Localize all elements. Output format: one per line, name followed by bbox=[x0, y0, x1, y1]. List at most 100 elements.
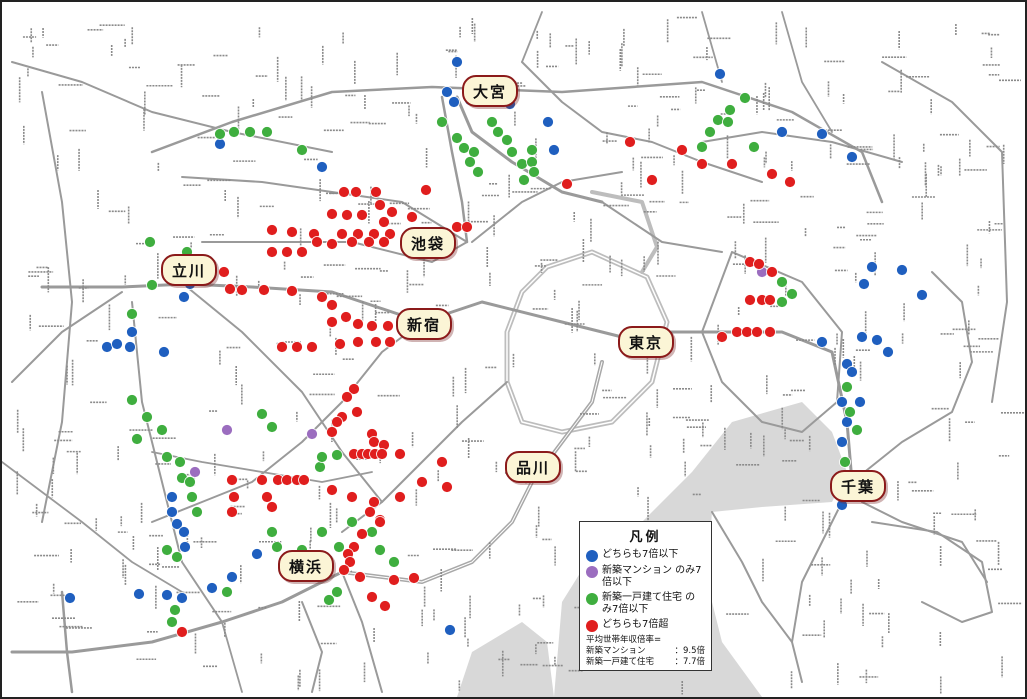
station-marker-red bbox=[286, 285, 298, 297]
station-marker-blue bbox=[841, 416, 853, 428]
station-marker-red bbox=[266, 246, 278, 258]
station-marker-green bbox=[331, 586, 343, 598]
hub-label-chiba: 千葉 bbox=[830, 470, 887, 502]
station-marker-green bbox=[776, 296, 788, 308]
station-marker-green bbox=[314, 461, 326, 473]
station-marker-blue bbox=[126, 326, 138, 338]
station-marker-red bbox=[291, 341, 303, 353]
legend-label: 新築マンション のみ7倍以下 bbox=[602, 565, 702, 588]
legend-ratio-block: 平均世帯年収倍率= 新築マンション ：9.5倍 新築一戸建て住宅 ：7.7倍 bbox=[586, 635, 705, 668]
station-marker-green bbox=[739, 92, 751, 104]
legend: 凡例 どちらも7倍以下 新築マンション のみ7倍以下 新築一戸建て住宅 のみ7倍… bbox=[579, 521, 712, 671]
legend-marker-purple bbox=[586, 566, 598, 578]
station-marker-red bbox=[378, 216, 390, 228]
station-marker-green bbox=[486, 116, 498, 128]
outer-ring-line bbox=[150, 80, 884, 204]
station-marker-red bbox=[340, 311, 352, 323]
rail-lines bbox=[2, 11, 1008, 694]
station-marker-green bbox=[786, 288, 798, 300]
station-marker-red bbox=[394, 491, 406, 503]
station-marker-green bbox=[266, 421, 278, 433]
station-marker-red bbox=[766, 266, 778, 278]
station-marker-blue bbox=[441, 86, 453, 98]
station-marker-red bbox=[176, 626, 188, 638]
station-marker-blue bbox=[101, 341, 113, 353]
station-marker-red bbox=[338, 564, 350, 576]
station-marker-red bbox=[744, 294, 756, 306]
station-marker-red bbox=[764, 294, 776, 306]
ratio-title: 平均世帯年収倍率= bbox=[586, 635, 662, 645]
station-marker-blue bbox=[816, 128, 828, 140]
uchibo-line bbox=[791, 501, 843, 683]
station-marker-red bbox=[356, 528, 368, 540]
station-marker-green bbox=[141, 411, 153, 423]
station-marker-green bbox=[228, 126, 240, 138]
station-marker-red bbox=[368, 496, 380, 508]
station-marker-blue bbox=[176, 592, 188, 604]
station-marker-red bbox=[326, 316, 338, 328]
station-marker-blue bbox=[214, 138, 226, 150]
station-marker-blue bbox=[451, 56, 463, 68]
station-marker-red bbox=[341, 391, 353, 403]
hub-label-ikebukuro: 池袋 bbox=[400, 227, 457, 259]
keikyu-line bbox=[301, 601, 323, 693]
station-marker-red bbox=[348, 383, 360, 395]
hub-label-omiya: 大宮 bbox=[462, 75, 519, 107]
station-marker-blue bbox=[548, 144, 560, 156]
station-marker-blue bbox=[846, 151, 858, 163]
station-marker-red bbox=[326, 299, 338, 311]
station-marker-blue bbox=[124, 341, 136, 353]
joban-north-line bbox=[781, 11, 833, 133]
sobu-line bbox=[640, 330, 854, 484]
tobu-tojo-line bbox=[181, 176, 468, 243]
hub-label-tachikawa: 立川 bbox=[161, 254, 218, 286]
station-marker-green bbox=[126, 308, 138, 320]
station-marker-green bbox=[221, 586, 233, 598]
station-marker-green bbox=[492, 126, 504, 138]
station-marker-red bbox=[346, 491, 358, 503]
station-marker-red bbox=[352, 336, 364, 348]
station-marker-blue bbox=[133, 588, 145, 600]
station-marker-red bbox=[311, 236, 323, 248]
station-marker-red bbox=[298, 474, 310, 486]
station-marker-red bbox=[296, 246, 308, 258]
station-marker-green bbox=[271, 541, 283, 553]
station-marker-blue bbox=[206, 582, 218, 594]
station-marker-green bbox=[323, 594, 335, 606]
hub-label-shinagawa: 品川 bbox=[505, 451, 562, 483]
takasaki-line bbox=[521, 11, 543, 63]
hachiko-line bbox=[41, 91, 73, 523]
station-marker-red bbox=[676, 144, 688, 156]
station-marker-red bbox=[331, 416, 343, 428]
station-marker-red bbox=[384, 336, 396, 348]
station-marker-green bbox=[169, 604, 181, 616]
station-marker-green bbox=[161, 544, 173, 556]
station-marker-red bbox=[731, 326, 743, 338]
station-marker-red bbox=[753, 258, 765, 270]
ratio-label: 新築マンション bbox=[586, 646, 646, 656]
ratio-value: ：9.5倍 bbox=[674, 646, 705, 656]
sagami-line bbox=[60, 590, 74, 694]
station-markers bbox=[64, 56, 928, 638]
station-marker-green bbox=[174, 456, 186, 468]
station-marker-red bbox=[408, 572, 420, 584]
station-marker-red bbox=[766, 168, 778, 180]
station-marker-blue bbox=[251, 548, 263, 560]
station-marker-purple bbox=[221, 424, 233, 436]
station-marker-green bbox=[458, 142, 470, 154]
station-marker-red bbox=[441, 481, 453, 493]
station-marker-red bbox=[341, 209, 353, 221]
station-marker-blue bbox=[161, 589, 173, 601]
station-marker-green bbox=[526, 156, 538, 168]
station-marker-red bbox=[316, 291, 328, 303]
station-marker-red bbox=[338, 186, 350, 198]
station-marker-blue bbox=[882, 346, 894, 358]
yurakucho-line bbox=[471, 171, 623, 243]
station-marker-red bbox=[388, 574, 400, 586]
station-marker-blue bbox=[871, 334, 883, 346]
south-loop-line bbox=[871, 521, 993, 623]
hub-label-shinjuku: 新宿 bbox=[396, 308, 453, 340]
station-marker-blue bbox=[542, 116, 554, 128]
station-marker-red bbox=[236, 284, 248, 296]
